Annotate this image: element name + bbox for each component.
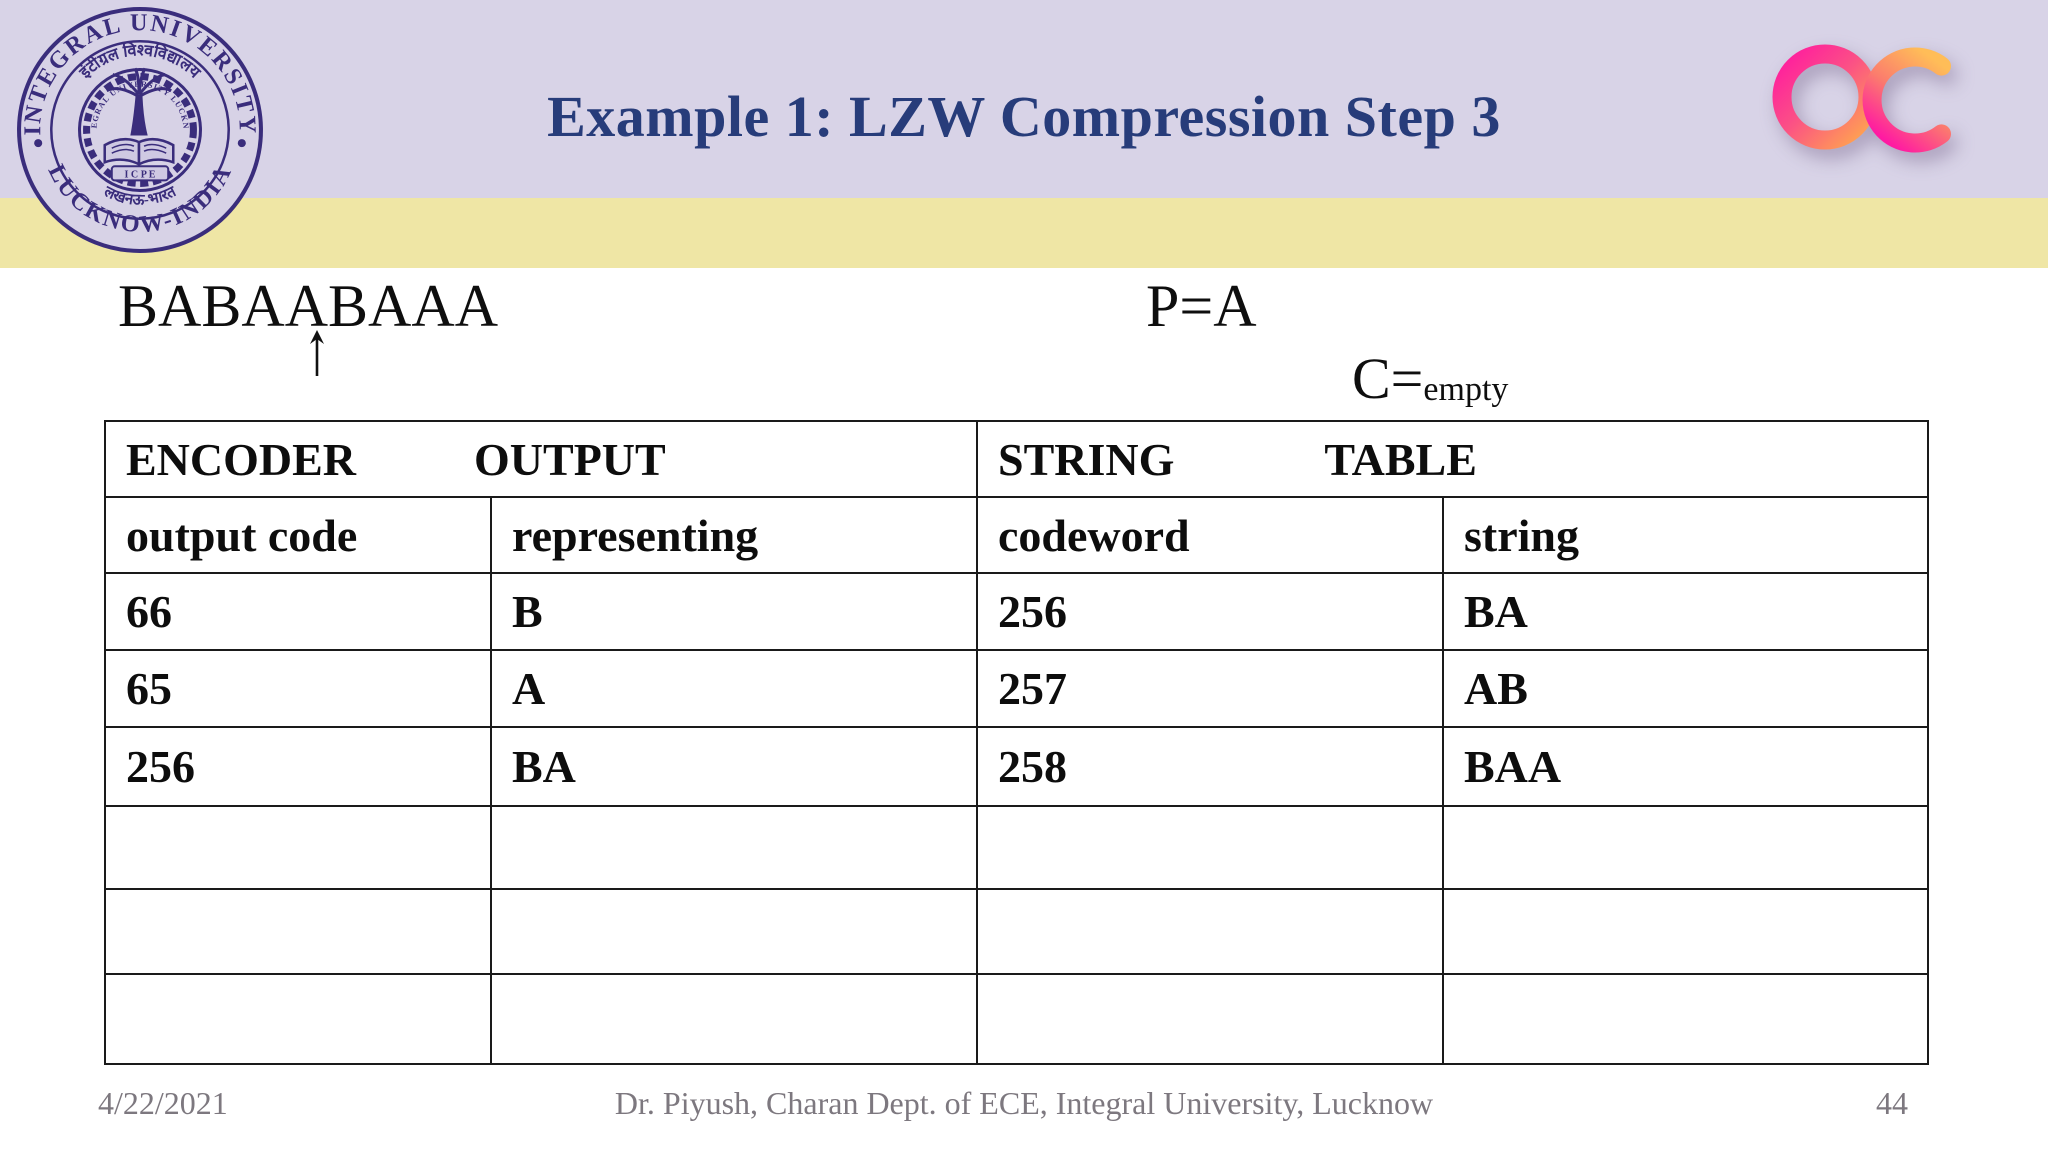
seal-right-dot bbox=[237, 139, 246, 148]
table-column-header-row: output code representing codeword string bbox=[104, 496, 1929, 574]
table-label: TABLE bbox=[1324, 433, 1477, 485]
table-cell bbox=[1442, 973, 1929, 1065]
pc-logo-letter-p bbox=[1772, 44, 1878, 195]
column-header-codeword: codeword bbox=[976, 496, 1444, 574]
table-cell: 256 bbox=[104, 726, 492, 807]
table-row bbox=[104, 888, 1929, 975]
table-cell bbox=[104, 805, 492, 890]
seal-palm-tree-icon bbox=[106, 67, 172, 136]
table-cell bbox=[490, 973, 978, 1065]
table-cell bbox=[490, 888, 978, 975]
pc-logo-letter-c bbox=[1862, 47, 1951, 153]
header-band bbox=[0, 0, 2048, 198]
input-sequence: BABAABAAA bbox=[118, 273, 499, 339]
table-cell bbox=[490, 805, 978, 890]
footer-page-number: 44 bbox=[1876, 1085, 1908, 1121]
table-cell: 258 bbox=[976, 726, 1444, 807]
slide-title: Example 1: LZW Compression Step 3 bbox=[547, 84, 1501, 149]
university-seal-logo: INTEGRAL UNIVERSITY LUCKNOW-INDIA इंटीग्… bbox=[14, 4, 263, 253]
c-variable-prefix: C= bbox=[1352, 346, 1424, 411]
seal-middle-ring bbox=[50, 40, 230, 220]
p-variable-label: P=A bbox=[1146, 273, 1257, 339]
sequence-pointer-arrow bbox=[310, 330, 324, 376]
string-table-section-header: STRING TABLE bbox=[976, 420, 1929, 498]
table-cell: BA bbox=[1442, 572, 1929, 651]
table-cell bbox=[976, 973, 1444, 1065]
table-cell: B bbox=[490, 572, 978, 651]
table-section-header-row: ENCODER OUTPUT STRING TABLE bbox=[104, 420, 1929, 498]
column-header-output-code: output code bbox=[104, 496, 492, 574]
table-row bbox=[104, 805, 1929, 890]
table-cell bbox=[976, 805, 1444, 890]
table-cell bbox=[104, 888, 492, 975]
footer-credit: Dr. Piyush, Charan Dept. of ECE, Integra… bbox=[614, 1085, 1434, 1121]
table-cell: BA bbox=[490, 726, 978, 807]
table-cell: A bbox=[490, 649, 978, 728]
encoder-label: ENCODER bbox=[126, 433, 357, 485]
output-label: OUTPUT bbox=[474, 433, 666, 485]
seal-icpe-ribbon: I C P E bbox=[110, 165, 170, 182]
lzw-table: ENCODER OUTPUT STRING TABLE output code re… bbox=[104, 420, 1929, 1065]
seal-left-dot bbox=[34, 139, 43, 148]
table-cell: AB bbox=[1442, 649, 1929, 728]
seal-open-book-icon bbox=[103, 137, 175, 167]
c-variable-label: C=empty bbox=[1352, 350, 1508, 417]
pc-logo bbox=[1772, 44, 1951, 195]
table-cell bbox=[1442, 888, 1929, 975]
table-cell: 256 bbox=[976, 572, 1444, 651]
seal-ribbon-text: I C P E bbox=[124, 169, 155, 180]
string-label: STRING bbox=[998, 433, 1175, 485]
table-cell bbox=[1442, 805, 1929, 890]
seal-gear-ring bbox=[83, 73, 197, 187]
table-cell: 65 bbox=[104, 649, 492, 728]
table-cell bbox=[104, 973, 492, 1065]
table-cell: BAA bbox=[1442, 726, 1929, 807]
column-header-representing: representing bbox=[490, 496, 978, 574]
seal-inner-ring bbox=[78, 68, 202, 192]
table-cell: 257 bbox=[976, 649, 1444, 728]
header-accent-band bbox=[0, 198, 2048, 268]
c-variable-value: empty bbox=[1423, 371, 1509, 408]
column-header-string: string bbox=[1442, 496, 1929, 574]
table-cell bbox=[976, 888, 1444, 975]
footer-date: 4/22/2021 bbox=[98, 1085, 228, 1121]
table-row bbox=[104, 973, 1929, 1065]
encoder-output-section-header: ENCODER OUTPUT bbox=[104, 420, 978, 498]
table-cell: 66 bbox=[104, 572, 492, 651]
